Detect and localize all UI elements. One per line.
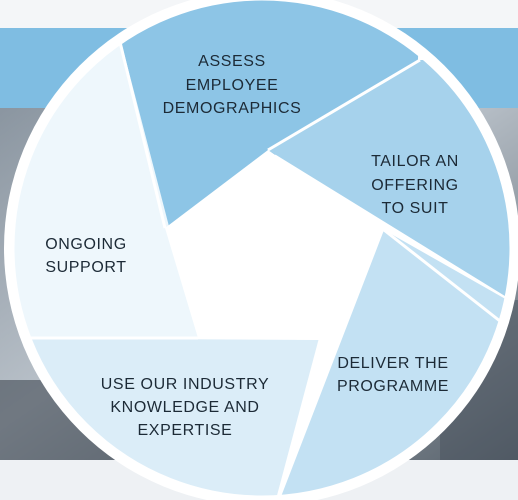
cycle-center [165,150,384,340]
segment-assess-employee-demographics [105,0,420,228]
cycle-border [9,0,515,500]
